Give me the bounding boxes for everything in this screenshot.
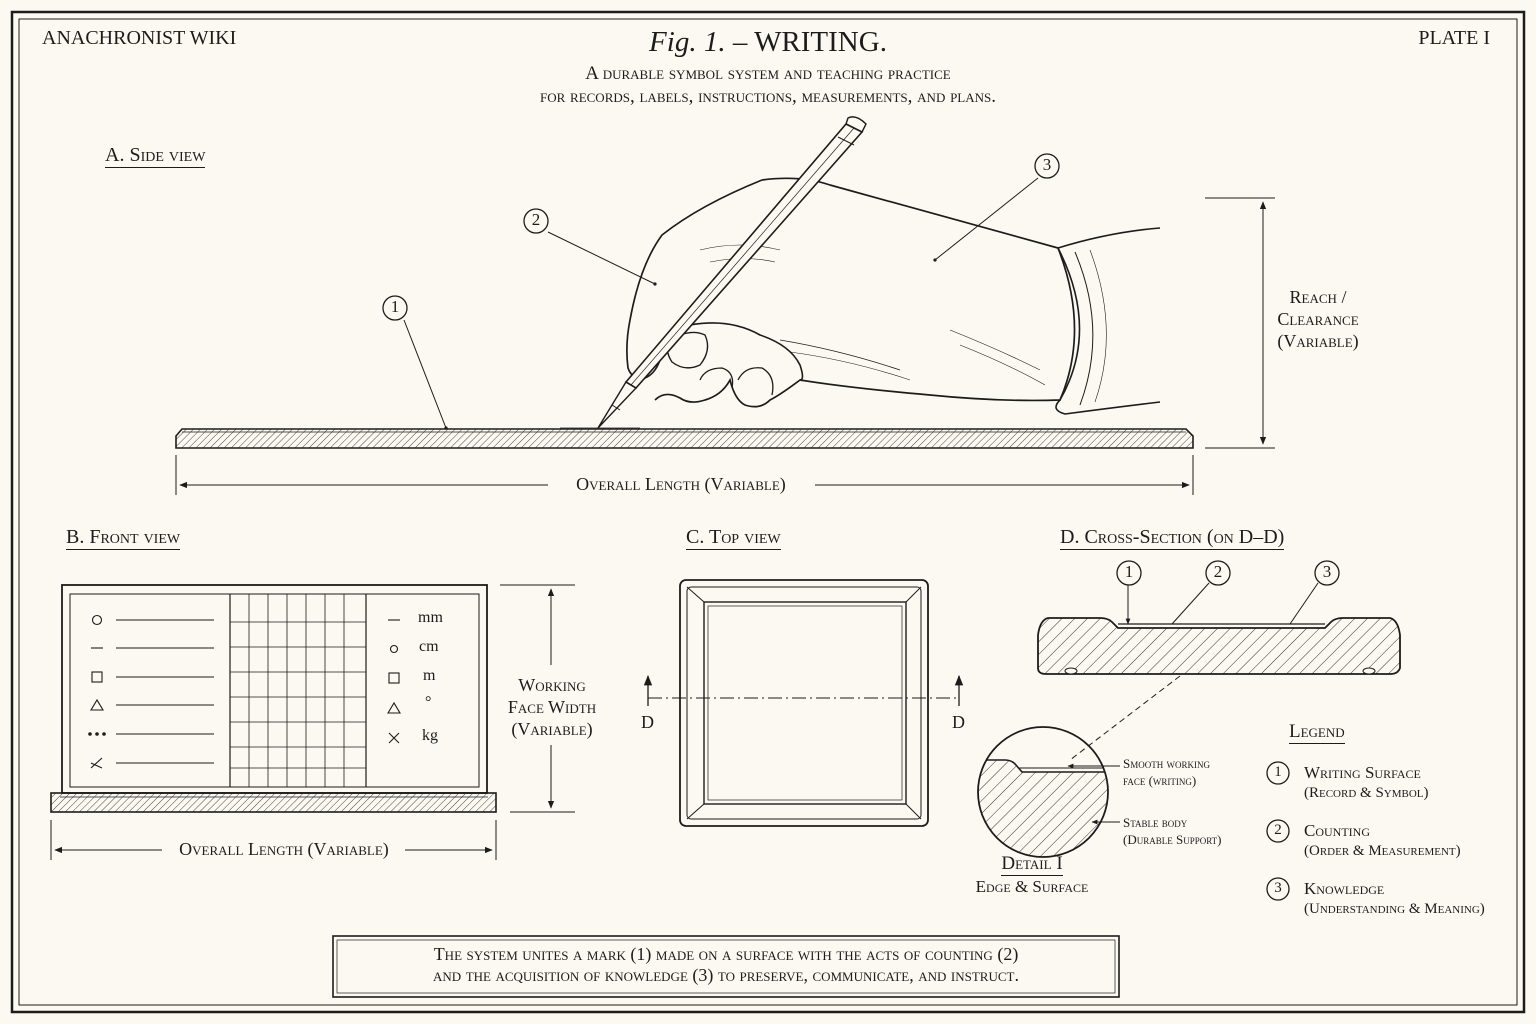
sleeve-cuff bbox=[1055, 227, 1161, 415]
legend-desc-1: (Record & Symbol) bbox=[1304, 785, 1429, 801]
inner-border bbox=[18, 18, 1518, 1006]
callout-1: 1 bbox=[390, 297, 400, 316]
title-word: WRITING. bbox=[754, 26, 887, 58]
reach-line2: Clearance bbox=[1277, 309, 1359, 329]
width-line3: (Variable) bbox=[511, 719, 593, 739]
width-line1: Working bbox=[518, 675, 586, 695]
tablet-side bbox=[175, 428, 1194, 449]
detail-note-body: Stable body (Durable Support) bbox=[1123, 814, 1222, 848]
detail-title: Detail I bbox=[1001, 853, 1063, 876]
unit-degree: ° bbox=[425, 694, 432, 711]
note1-line1: Smooth working bbox=[1123, 756, 1210, 771]
section-mark-right: D bbox=[952, 712, 965, 732]
cross-section-drawing bbox=[1037, 560, 1401, 761]
side-length-label: Overall Length (Variable) bbox=[576, 474, 786, 494]
top-view-drawing bbox=[643, 579, 964, 827]
pencil-cap bbox=[845, 116, 867, 133]
thumbnail bbox=[666, 331, 709, 369]
callout-3: 3 bbox=[1042, 155, 1052, 174]
subtitle-line1: A durable symbol system and teaching pra… bbox=[585, 63, 951, 84]
note1-line2: face (writing) bbox=[1123, 773, 1197, 788]
top-view-label: C. Top view bbox=[686, 526, 781, 550]
legend-title: Legend bbox=[1289, 721, 1345, 744]
front-length-label: Overall Length (Variable) bbox=[179, 839, 389, 859]
pencil-tip bbox=[597, 381, 638, 429]
legend-name-1: Writing Surface bbox=[1304, 763, 1421, 782]
caption-line1: The system unites a mark (1) made on a s… bbox=[433, 944, 1019, 964]
legend-desc-3: (Understanding & Meaning) bbox=[1304, 901, 1485, 917]
reach-line1: Reach / bbox=[1289, 287, 1347, 307]
width-line2: Face Width bbox=[507, 697, 597, 717]
title-dash: – bbox=[732, 26, 748, 58]
side-view-drawing bbox=[175, 116, 1275, 495]
section-mark-left: D bbox=[641, 712, 654, 732]
cs-callout-3: 3 bbox=[1322, 562, 1332, 581]
reach-line3: (Variable) bbox=[1277, 331, 1359, 351]
pencil-body bbox=[624, 123, 864, 390]
detail-note-surface: Smooth working face (writing) bbox=[1123, 755, 1210, 789]
subtitle-line2: for records, labels, instructions, measu… bbox=[539, 86, 997, 107]
caption-box bbox=[332, 935, 1120, 998]
unit-m: m bbox=[423, 667, 436, 684]
front-view-label: B. Front view bbox=[66, 526, 181, 550]
note2-line2: (Durable Support) bbox=[1123, 832, 1222, 847]
detail-subtitle: Edge & Surface bbox=[975, 877, 1089, 896]
front-view-drawing bbox=[50, 584, 575, 860]
unit-mm: mm bbox=[418, 609, 443, 626]
callout-2: 2 bbox=[531, 210, 541, 229]
cross-section-label: D. Cross-Section (on D–D) bbox=[1060, 526, 1285, 550]
legend-name-3: Knowledge bbox=[1304, 879, 1385, 898]
cs-callout-1: 1 bbox=[1124, 562, 1134, 581]
unit-cm: cm bbox=[419, 638, 439, 655]
fig-label: Fig. 1. bbox=[649, 26, 726, 58]
note2-line1: Stable body bbox=[1123, 815, 1188, 830]
figure-title: Fig. 1. – WRITING. bbox=[468, 26, 1068, 59]
face-width-label: Working Face Width (Variable) bbox=[493, 674, 611, 740]
unit-kg: kg bbox=[422, 727, 438, 744]
reach-label: Reach / Clearance (Variable) bbox=[1254, 286, 1382, 352]
hand-outline bbox=[654, 177, 1076, 408]
side-view-label: A. Side view bbox=[105, 144, 206, 168]
wiki-name: ANACHRONIST WIKI bbox=[42, 27, 237, 49]
legend-num-1: 1 bbox=[1274, 764, 1282, 780]
plate-number: PLATE I bbox=[1418, 27, 1490, 49]
caption-text: The system unites a mark (1) made on a s… bbox=[333, 944, 1119, 986]
cs-callout-2: 2 bbox=[1213, 562, 1223, 581]
legend-name-2: Counting bbox=[1304, 821, 1370, 840]
legend-desc-2: (Order & Measurement) bbox=[1304, 843, 1461, 859]
legend-num-2: 2 bbox=[1274, 822, 1282, 838]
outer-border bbox=[10, 10, 1526, 1014]
caption-line2: and the acquisition of knowledge (3) to … bbox=[433, 965, 1019, 985]
detail-circle bbox=[977, 726, 1120, 858]
legend-num-3: 3 bbox=[1274, 880, 1282, 896]
